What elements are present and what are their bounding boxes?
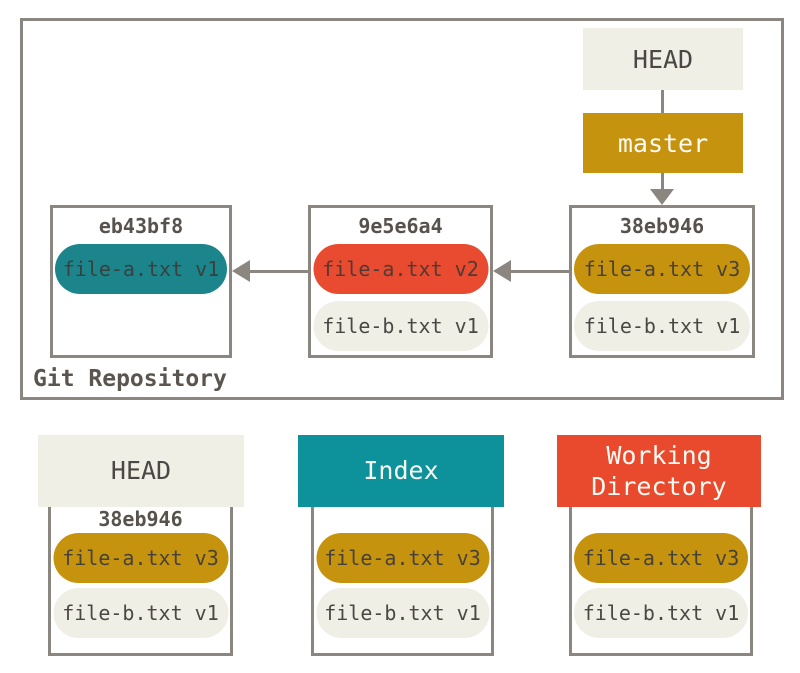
index-area-box: file-a.txt v3 file-b.txt v1: [311, 470, 494, 656]
commit-box-eb43bf8: eb43bf8 file-a.txt v1: [50, 205, 232, 358]
file-pill: file-b.txt v1: [574, 588, 748, 638]
arrow-38eb946-to-9e5e6a4-head-icon: [493, 260, 511, 282]
index-area-header: Index: [298, 435, 504, 507]
commit-hash: 9e5e6a4: [358, 214, 443, 238]
file-pill: file-b.txt v1: [53, 588, 228, 638]
working-directory-area-box: file-a.txt v3 file-b.txt v1: [569, 470, 753, 656]
arrow-9e5e6a4-to-eb43bf8-line: [249, 270, 309, 273]
commit-box-38eb946: 38eb946 file-a.txt v3 file-b.txt v1: [569, 205, 755, 358]
file-pill: file-a.txt v3: [316, 533, 489, 583]
file-pill: file-a.txt v3: [574, 244, 750, 294]
file-pill: file-a.txt v2: [313, 244, 488, 294]
master-branch-box: master: [583, 113, 743, 173]
head-area-hash: 38eb946: [98, 507, 183, 531]
file-pill: file-b.txt v1: [313, 301, 488, 351]
master-to-commit-arrowhead-icon: [650, 189, 674, 205]
file-pill: file-a.txt v1: [55, 244, 227, 294]
master-to-commit-line: [661, 173, 664, 190]
git-repository-box: [20, 18, 784, 400]
commit-hash: eb43bf8: [98, 214, 184, 238]
file-pill: file-a.txt v3: [574, 533, 748, 583]
commit-box-9e5e6a4: 9e5e6a4 file-a.txt v2 file-b.txt v1: [308, 205, 493, 358]
arrow-9e5e6a4-to-eb43bf8-head-icon: [232, 260, 250, 282]
head-area-box: 38eb946 file-a.txt v3 file-b.txt v1: [48, 470, 233, 656]
commit-hash: 38eb946: [619, 214, 705, 238]
arrow-38eb946-to-9e5e6a4-line: [510, 270, 570, 273]
working-directory-area-header: Working Directory: [557, 435, 761, 507]
file-pill: file-b.txt v1: [316, 588, 489, 638]
head-to-master-line: [661, 90, 664, 113]
head-area-header: HEAD: [38, 435, 244, 507]
file-pill: file-a.txt v3: [53, 533, 228, 583]
git-repository-label: Git Repository: [33, 366, 227, 392]
file-pill: file-b.txt v1: [574, 301, 750, 351]
head-ref-box: HEAD: [583, 28, 743, 90]
